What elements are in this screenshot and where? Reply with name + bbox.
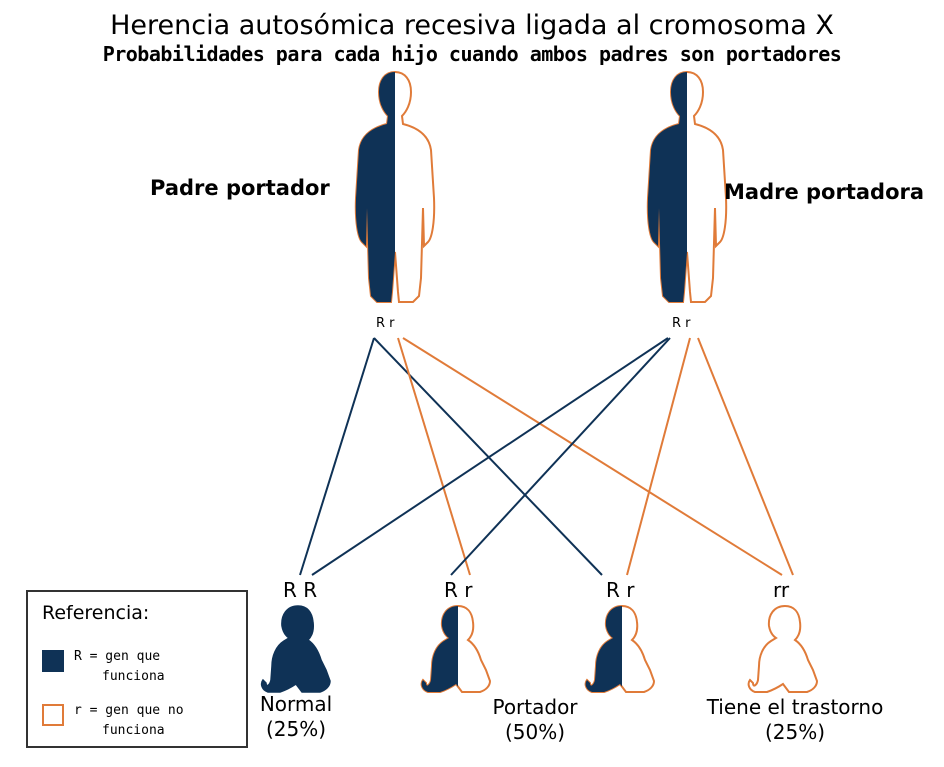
outcome-normal: Normal (25%) (246, 692, 346, 742)
father-figure (354, 70, 436, 303)
child-figure-rr (747, 604, 819, 693)
line-father-R-child3 (373, 337, 603, 576)
father-alleles: R r (376, 316, 395, 331)
mother-alleles: R r (672, 316, 691, 331)
outcome-carrier-percent: (50%) (504, 720, 566, 744)
legend-swatch-dominant (42, 650, 64, 672)
outcome-affected-percent: (25%) (764, 720, 826, 744)
child-figure-Rr-2 (584, 604, 656, 693)
outcome-carrier-label: Portador (492, 695, 578, 719)
mother-figure (646, 70, 728, 303)
child-4-alleles: rr (773, 578, 790, 602)
child-figure-Rr-1 (420, 604, 492, 693)
legend-dominant-text: R = gen que funciona (74, 647, 165, 687)
legend-dominant-line2: funciona (102, 669, 165, 684)
inheritance-lines (299, 337, 794, 576)
outcome-normal-label: Normal (259, 692, 333, 716)
legend-box: Referencia: R = gen que funciona r = gen… (26, 590, 248, 748)
line-father-r-child2 (397, 337, 471, 576)
legend-dominant-line1: R = gen que (74, 649, 161, 664)
mother-label: Madre portadora (724, 180, 925, 204)
child-1-alleles: R R (283, 578, 318, 602)
child-figure-RR (260, 605, 331, 693)
child-2-alleles: R r (444, 578, 473, 602)
outcome-affected: Tiene el trastorno (25%) (690, 695, 900, 745)
outcome-affected-label: Tiene el trastorno (706, 695, 884, 719)
father-label: Padre portador (150, 176, 330, 200)
outcome-normal-percent: (25%) (265, 717, 327, 741)
line-mother-R-child1 (311, 337, 669, 576)
outcome-carrier: Portador (50%) (470, 695, 600, 745)
diagram-title: Herencia autosómica recesiva ligada al c… (110, 10, 834, 41)
line-mother-r-child3 (626, 337, 691, 576)
line-father-R-child1 (299, 337, 375, 576)
diagram-subtitle: Probabilidades para cada hijo cuando amb… (102, 42, 842, 66)
line-mother-R-child2 (450, 337, 671, 576)
legend-swatch-recessive (42, 704, 64, 726)
legend-recessive-line2: funciona (102, 723, 165, 738)
line-mother-r-child4 (697, 337, 794, 576)
line-father-r-child4 (402, 337, 783, 576)
child-3-alleles: R r (606, 578, 635, 602)
legend-title: Referencia: (42, 602, 150, 624)
legend-recessive-text: r = gen que no funciona (74, 701, 184, 741)
legend-recessive-line1: r = gen que no (74, 703, 184, 718)
